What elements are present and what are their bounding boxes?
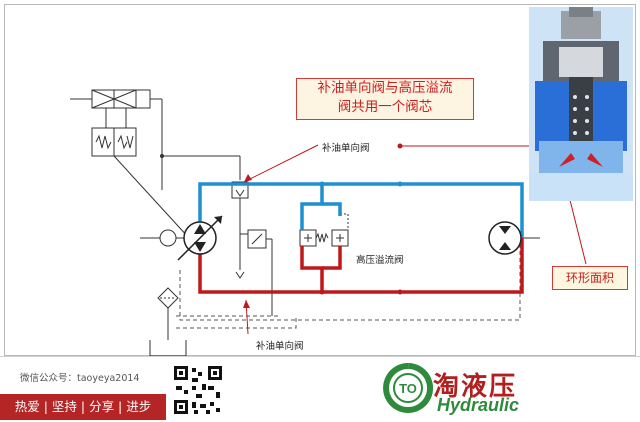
callout-box: 补油单向阀与高压溢流 阀共用一个阀芯	[296, 78, 474, 120]
brand-logo-icon: TO	[383, 363, 433, 413]
wechat-account-text: 微信公众号：taoyeya2014	[20, 373, 140, 384]
label-relief-valve: 高压溢流阀	[356, 255, 404, 266]
label-annular-area: 环形面积	[552, 266, 628, 290]
slogan-banner: 热爱 | 坚持 | 分享 | 进步	[0, 394, 166, 420]
brand-name-cn: 淘液压	[433, 372, 518, 402]
brand-name-en: Hydraulic	[437, 395, 520, 415]
callout-line-1: 补油单向阀与高压溢流	[317, 80, 453, 96]
label-check-valve-top: 补油单向阀	[322, 143, 370, 154]
valve-cutaway-image	[529, 7, 633, 201]
logo-text: TO	[399, 381, 417, 396]
callout-line-2: 阀共用一个阀芯	[337, 99, 433, 115]
qr-code-icon	[172, 364, 224, 416]
label-check-valve-bottom: 补油单向阀	[256, 341, 304, 352]
